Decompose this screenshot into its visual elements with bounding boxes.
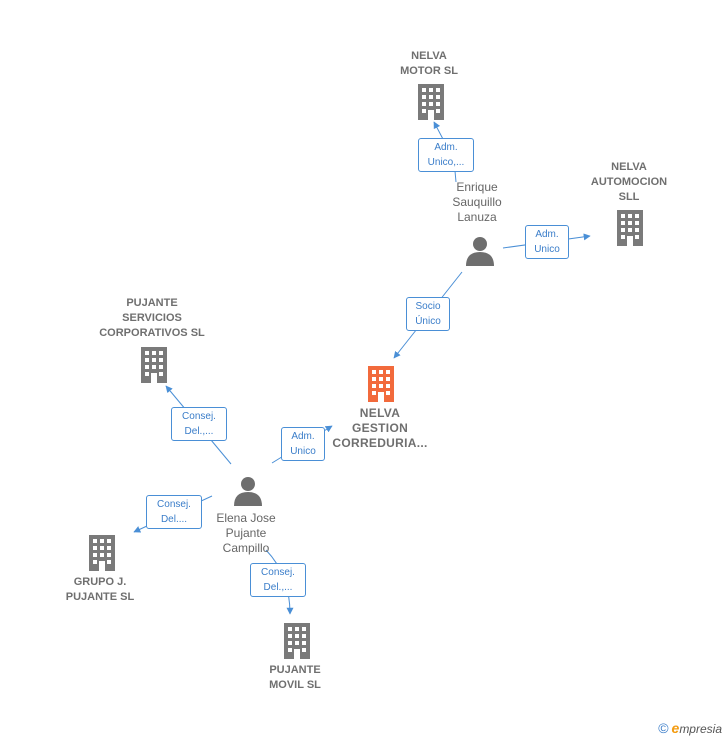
node-label-nelva-automocion: NELVA AUTOMOCION SLL xyxy=(590,161,668,203)
edge-label-elena-servicios[interactable]: Consej. Del.,... xyxy=(171,407,227,441)
building-icon[interactable] xyxy=(615,210,645,246)
edge-label-enrique-gestion[interactable]: Socio Único xyxy=(406,297,450,331)
edge-label-enrique-automocion[interactable]: Adm. Unico xyxy=(525,225,569,259)
brand-logo[interactable]: empresia xyxy=(672,720,722,736)
edge-label-elena-grupo[interactable]: Consej. Del.... xyxy=(146,495,202,529)
edge-label-elena-movil[interactable]: Consej. Del.,... xyxy=(250,563,306,597)
node-label-nelva-motor: NELVA MOTOR SL xyxy=(400,50,458,77)
person-icon[interactable] xyxy=(233,476,263,506)
building-icon[interactable] xyxy=(87,535,117,571)
focus-building-icon[interactable] xyxy=(366,366,396,402)
building-icon[interactable] xyxy=(282,623,312,659)
node-label-pujante-servicios: PUJANTE SERVICIOS CORPORATIVOS SL xyxy=(99,297,205,339)
copyright-icon: © xyxy=(658,720,669,736)
building-icon[interactable] xyxy=(139,347,169,383)
node-label-enrique: Enrique Sauquillo Lanuza xyxy=(452,180,502,224)
footer-credit: © empresia xyxy=(658,720,722,736)
node-label-elena: Elena Jose Pujante Campillo xyxy=(216,511,276,555)
node-label-nelva-gestion: NELVA GESTION CORREDURIA... xyxy=(332,406,428,450)
edge-label-elena-gestion[interactable]: Adm. Unico xyxy=(281,427,325,461)
brand-text: mpresia xyxy=(679,722,722,736)
edge-label-enrique-motor[interactable]: Adm. Unico,... xyxy=(418,138,474,172)
node-label-grupo-pujante: GRUPO J. PUJANTE SL xyxy=(65,576,135,603)
person-icon[interactable] xyxy=(465,236,495,266)
building-icon[interactable] xyxy=(416,84,446,120)
node-label-pujante-movil: PUJANTE MOVIL SL xyxy=(269,664,321,691)
brand-e: e xyxy=(671,720,680,736)
